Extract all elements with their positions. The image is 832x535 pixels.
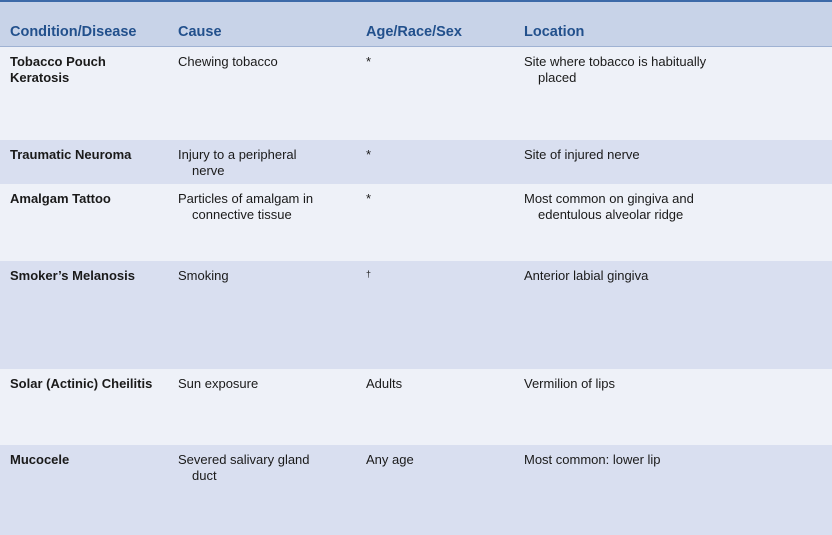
condition-cell: Mucocele: [10, 452, 70, 467]
cause-cell: Sun exposure: [178, 376, 259, 391]
age-cell: *: [366, 147, 372, 162]
location-cell: Anterior labial gingiva: [524, 268, 649, 283]
age-cell: †: [366, 269, 372, 279]
header-condition: Condition/Disease: [10, 24, 137, 40]
table-row: Smoker’s Melanosis Smoking † Anterior la…: [0, 261, 832, 369]
table-row: Mucocele Severed salivary gland duct Any…: [0, 445, 832, 535]
cause-cell: Injury to a peripheral nerve: [178, 147, 297, 178]
header-cause: Cause: [178, 24, 222, 40]
condition-cell: Solar (Actinic) Cheilitis: [10, 376, 153, 391]
table-row: Solar (Actinic) Cheilitis Sun exposure A…: [0, 369, 832, 445]
cause-cell: Smoking: [178, 268, 229, 283]
location-cell: Site where tobacco is habitually placed: [524, 54, 707, 85]
table-row: Amalgam Tattoo Particles of amalgam in c…: [0, 184, 832, 261]
age-cell: *: [366, 54, 372, 69]
location-cell: Site of injured nerve: [524, 147, 640, 162]
age-cell: Any age: [366, 452, 414, 467]
condition-cell: Amalgam Tattoo: [10, 191, 111, 206]
location-cell: Vermilion of lips: [524, 376, 616, 391]
table-row: Tobacco Pouch Keratosis Chewing tobacco …: [0, 47, 832, 140]
condition-cell: Tobacco Pouch Keratosis: [10, 54, 106, 85]
table-header: Condition/Disease Cause Age/Race/Sex Loc…: [0, 2, 832, 47]
condition-cell: Smoker’s Melanosis: [10, 268, 135, 283]
table-row: Traumatic Neuroma Injury to a peripheral…: [0, 140, 832, 184]
header-location: Location: [524, 24, 585, 40]
cause-cell: Particles of amalgam in connective tissu…: [178, 191, 314, 222]
condition-cell: Traumatic Neuroma: [10, 147, 132, 162]
cause-cell: Chewing tobacco: [178, 54, 278, 69]
location-cell: Most common on gingiva and edentulous al…: [524, 191, 694, 222]
age-cell: Adults: [366, 376, 403, 391]
header-age-race-sex: Age/Race/Sex: [366, 24, 462, 40]
age-cell: *: [366, 191, 372, 206]
cause-cell: Severed salivary gland duct: [178, 452, 310, 483]
location-cell: Most common: lower lip: [524, 452, 661, 467]
